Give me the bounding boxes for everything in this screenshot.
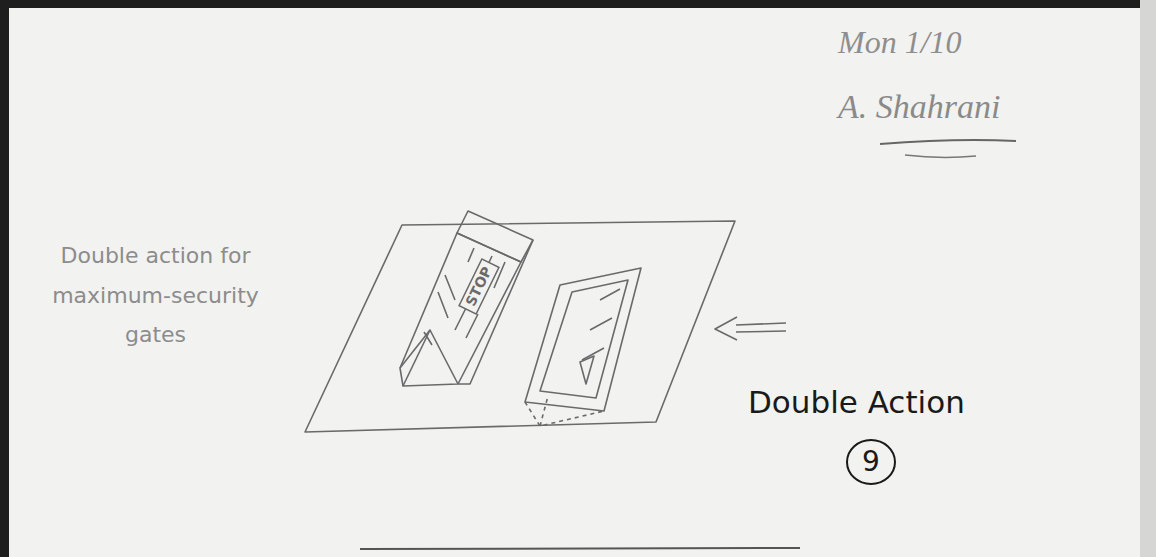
node-outline: [459, 258, 499, 313]
callout-number: 9: [846, 439, 896, 485]
date-note: Mon 1/10: [838, 24, 1098, 61]
node-outline: [847, 440, 895, 484]
stop-sign: STOP: [458, 257, 501, 315]
node-text: 9: [862, 445, 880, 479]
heading-note: Double Action: [748, 384, 1018, 420]
author-name: A. Shahrani: [838, 88, 1098, 126]
side-note: Double action for maximum-security gates: [28, 236, 283, 355]
